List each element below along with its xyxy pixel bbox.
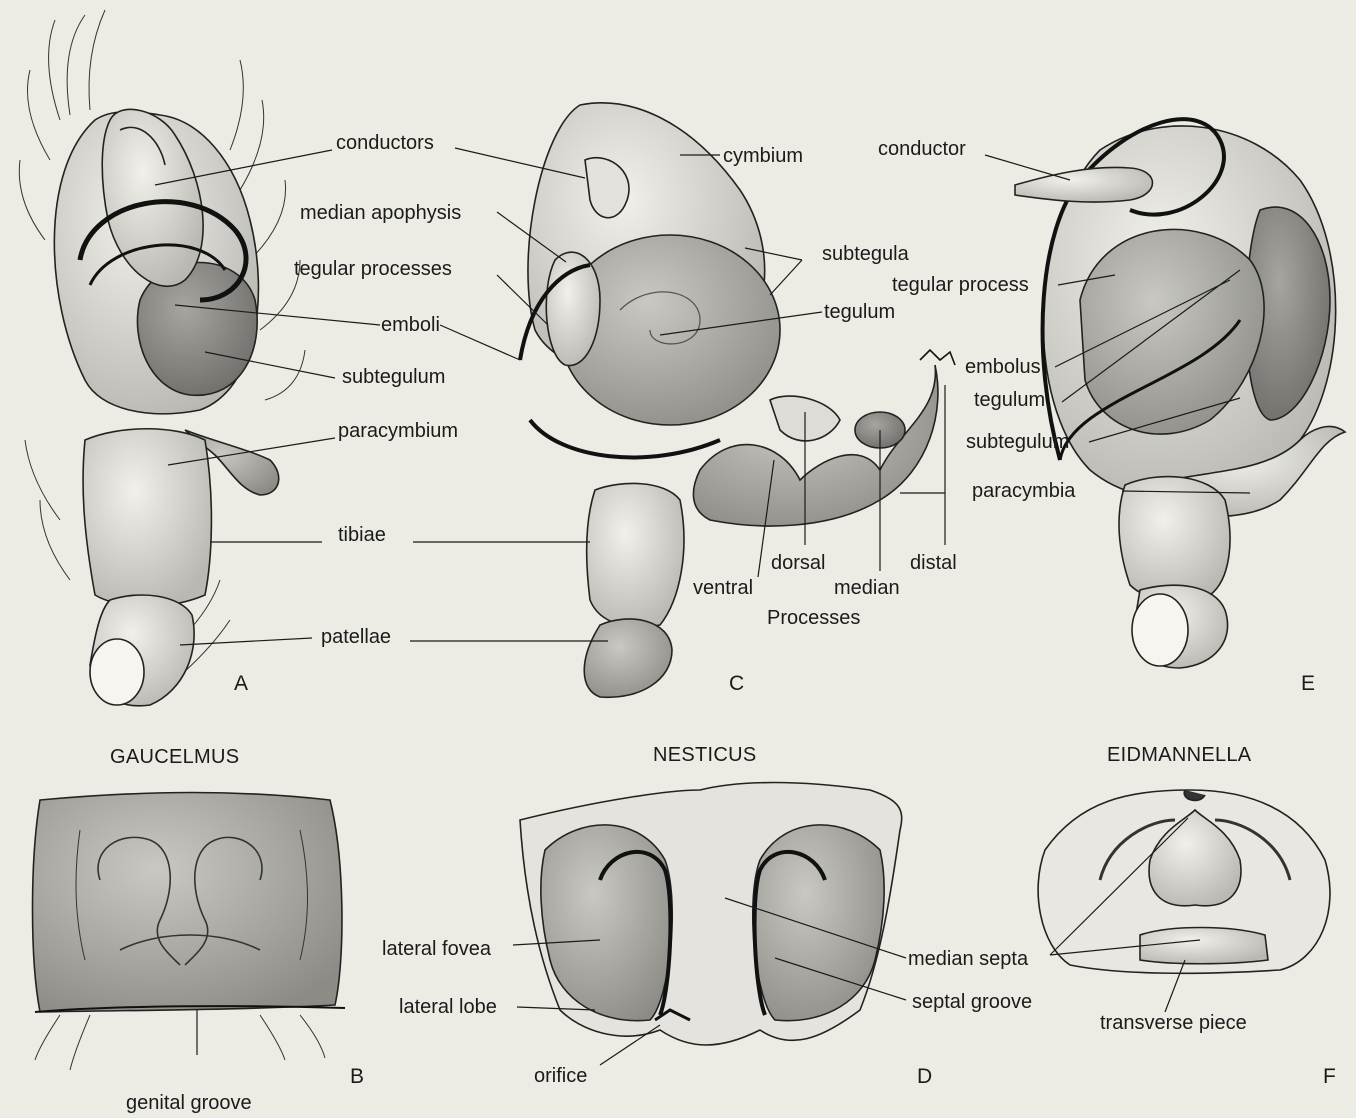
panel-letter-b: B: [350, 1066, 364, 1088]
label-cymbium: cymbium: [723, 145, 803, 167]
panel-letter-c: C: [729, 673, 744, 695]
label-median-apophysis: median apophysis: [300, 202, 461, 224]
label-subtegula: subtegula: [822, 243, 909, 265]
label-ventral: ventral: [693, 577, 753, 599]
label-tibiae: tibiae: [338, 524, 386, 546]
label-emboli: emboli: [381, 314, 440, 336]
panel-c-drawing: [520, 103, 955, 697]
panel-letter-a: A: [234, 673, 248, 695]
label-patellae: patellae: [321, 626, 391, 648]
label-conductor: conductor: [878, 138, 966, 160]
panel-a-drawing: [19, 10, 305, 706]
label-paracymbium: paracymbium: [338, 420, 458, 442]
label-median-septa: median septa: [908, 948, 1028, 970]
panel-letter-d: D: [917, 1066, 932, 1088]
label-subtegulum-a: subtegulum: [342, 366, 445, 388]
panel-letter-e: E: [1301, 673, 1315, 695]
label-lateral-lobe: lateral lobe: [399, 996, 497, 1018]
label-tegulum-c: tegulum: [824, 301, 895, 323]
label-distal: distal: [910, 552, 957, 574]
panel-d-drawing: [520, 783, 902, 1046]
panel-b-drawing: [33, 793, 346, 1071]
genus-nesticus: NESTICUS: [653, 744, 757, 766]
label-orifice: orifice: [534, 1065, 587, 1087]
label-septal-groove: septal groove: [912, 991, 1032, 1013]
panel-letter-f: F: [1323, 1066, 1336, 1088]
label-lateral-fovea: lateral fovea: [382, 938, 491, 960]
label-transverse-piece: transverse piece: [1100, 1012, 1247, 1034]
genus-gaucelmus: GAUCELMUS: [110, 746, 239, 768]
genus-eidmannella: EIDMANNELLA: [1107, 744, 1251, 766]
label-dorsal: dorsal: [771, 552, 825, 574]
label-genital-groove: genital groove: [126, 1092, 252, 1114]
label-tegular-processes: tegular processes: [294, 258, 452, 280]
label-paracymbia: paracymbia: [972, 480, 1075, 502]
label-processes: Processes: [767, 607, 860, 629]
label-conductors: conductors: [336, 132, 434, 154]
label-subtegulum-e: subtegulum: [966, 431, 1069, 453]
label-tegular-process: tegular process: [892, 274, 1029, 296]
label-tegulum-e: tegulum: [974, 389, 1045, 411]
panel-f-drawing: [1038, 790, 1330, 973]
label-embolus: embolus: [965, 356, 1041, 378]
label-median: median: [834, 577, 900, 599]
panel-e-drawing: [1015, 119, 1345, 668]
